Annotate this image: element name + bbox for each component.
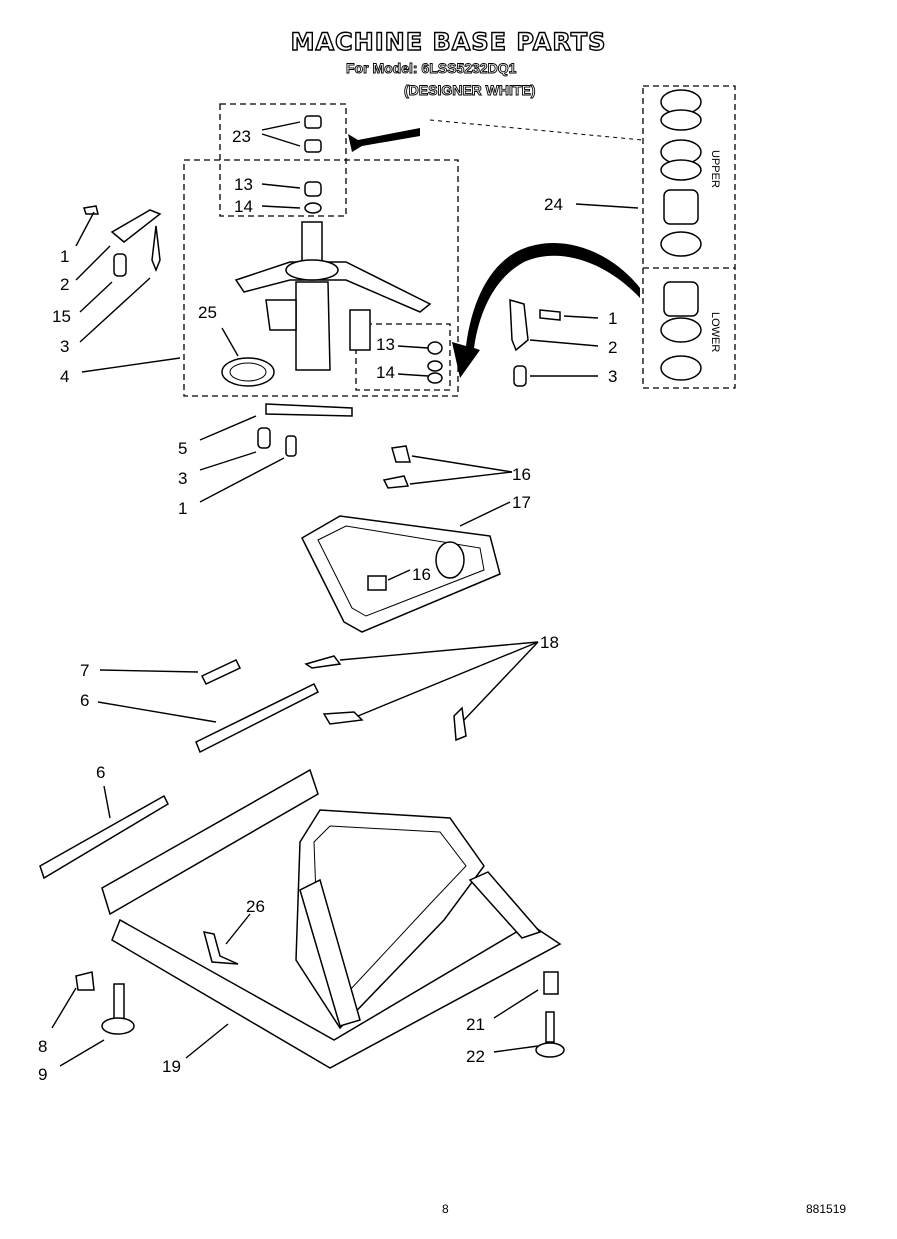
rod-6-upper (195, 682, 320, 754)
bushing-13-14 (304, 181, 322, 214)
callout-2-right: 2 (608, 338, 617, 357)
group-box-4 (183, 159, 459, 397)
callout-16-lower: 16 (412, 565, 431, 584)
callout-9: 9 (38, 1065, 47, 1084)
black-arrow-upper (348, 128, 420, 152)
leveling-leg-right (535, 971, 565, 1058)
callout-26: 26 (246, 897, 265, 916)
callout-4: 4 (60, 367, 69, 386)
callout-1-left: 1 (60, 247, 69, 266)
callout-6-lower: 6 (96, 763, 105, 782)
callout-21: 21 (466, 1015, 485, 1034)
callout-13-lower: 13 (376, 335, 395, 354)
callout-8: 8 (38, 1037, 47, 1056)
callout-13-upper: 13 (234, 175, 253, 194)
clip-set (257, 403, 353, 457)
page-title: MACHINE BASE PARTS (290, 27, 607, 56)
callout-1-right: 1 (608, 309, 617, 328)
callout-15: 15 (52, 307, 71, 326)
color-line: (DESIGNER WHITE) (404, 82, 536, 99)
bracket-left (83, 205, 162, 277)
support-frame (301, 445, 501, 633)
callout-6-upper: 6 (80, 691, 89, 710)
black-arrow-curved (452, 242, 640, 378)
model-line: For Model: 6LSS5232DQ1 (346, 60, 517, 77)
callout-17: 17 (512, 493, 531, 512)
leveling-leg-left (75, 971, 135, 1035)
callout-5: 5 (178, 439, 187, 458)
page-number: 8 (442, 1202, 449, 1216)
bushing-13-14-lower (427, 341, 443, 384)
bracket-right (509, 298, 561, 387)
spring-7 (200, 659, 242, 685)
label-upper: UPPER (709, 150, 721, 188)
callout-2-left: 2 (60, 275, 69, 294)
callout-19: 19 (162, 1057, 181, 1076)
callout-1-lower: 1 (178, 499, 187, 518)
dashed-leader-24 (429, 119, 643, 141)
callout-3-lower: 3 (178, 469, 187, 488)
callout-18: 18 (540, 633, 559, 652)
transmission-mount (234, 221, 432, 371)
callout-25: 25 (198, 303, 217, 322)
bushing-23 (304, 115, 322, 153)
pads-18 (304, 655, 467, 742)
machine-base (101, 768, 562, 1069)
callout-3-left: 3 (60, 337, 69, 356)
rod-6-lower (39, 794, 169, 880)
seal-rings-upper (660, 89, 702, 257)
ring-25 (221, 357, 275, 387)
callout-23: 23 (232, 127, 251, 146)
callout-3-right: 3 (608, 367, 617, 386)
callout-14-lower: 14 (376, 363, 395, 382)
callout-7: 7 (80, 661, 89, 680)
leader-lines (51, 121, 639, 1067)
group-box-24 (642, 85, 736, 389)
callout-16-upper: 16 (512, 465, 531, 484)
document-code: 881519 (806, 1202, 847, 1216)
callout-24: 24 (544, 195, 563, 214)
callout-14-upper: 14 (234, 197, 253, 216)
callout-22: 22 (466, 1047, 485, 1066)
label-lower: LOWER (709, 312, 721, 352)
seal-rings-lower (660, 281, 702, 381)
